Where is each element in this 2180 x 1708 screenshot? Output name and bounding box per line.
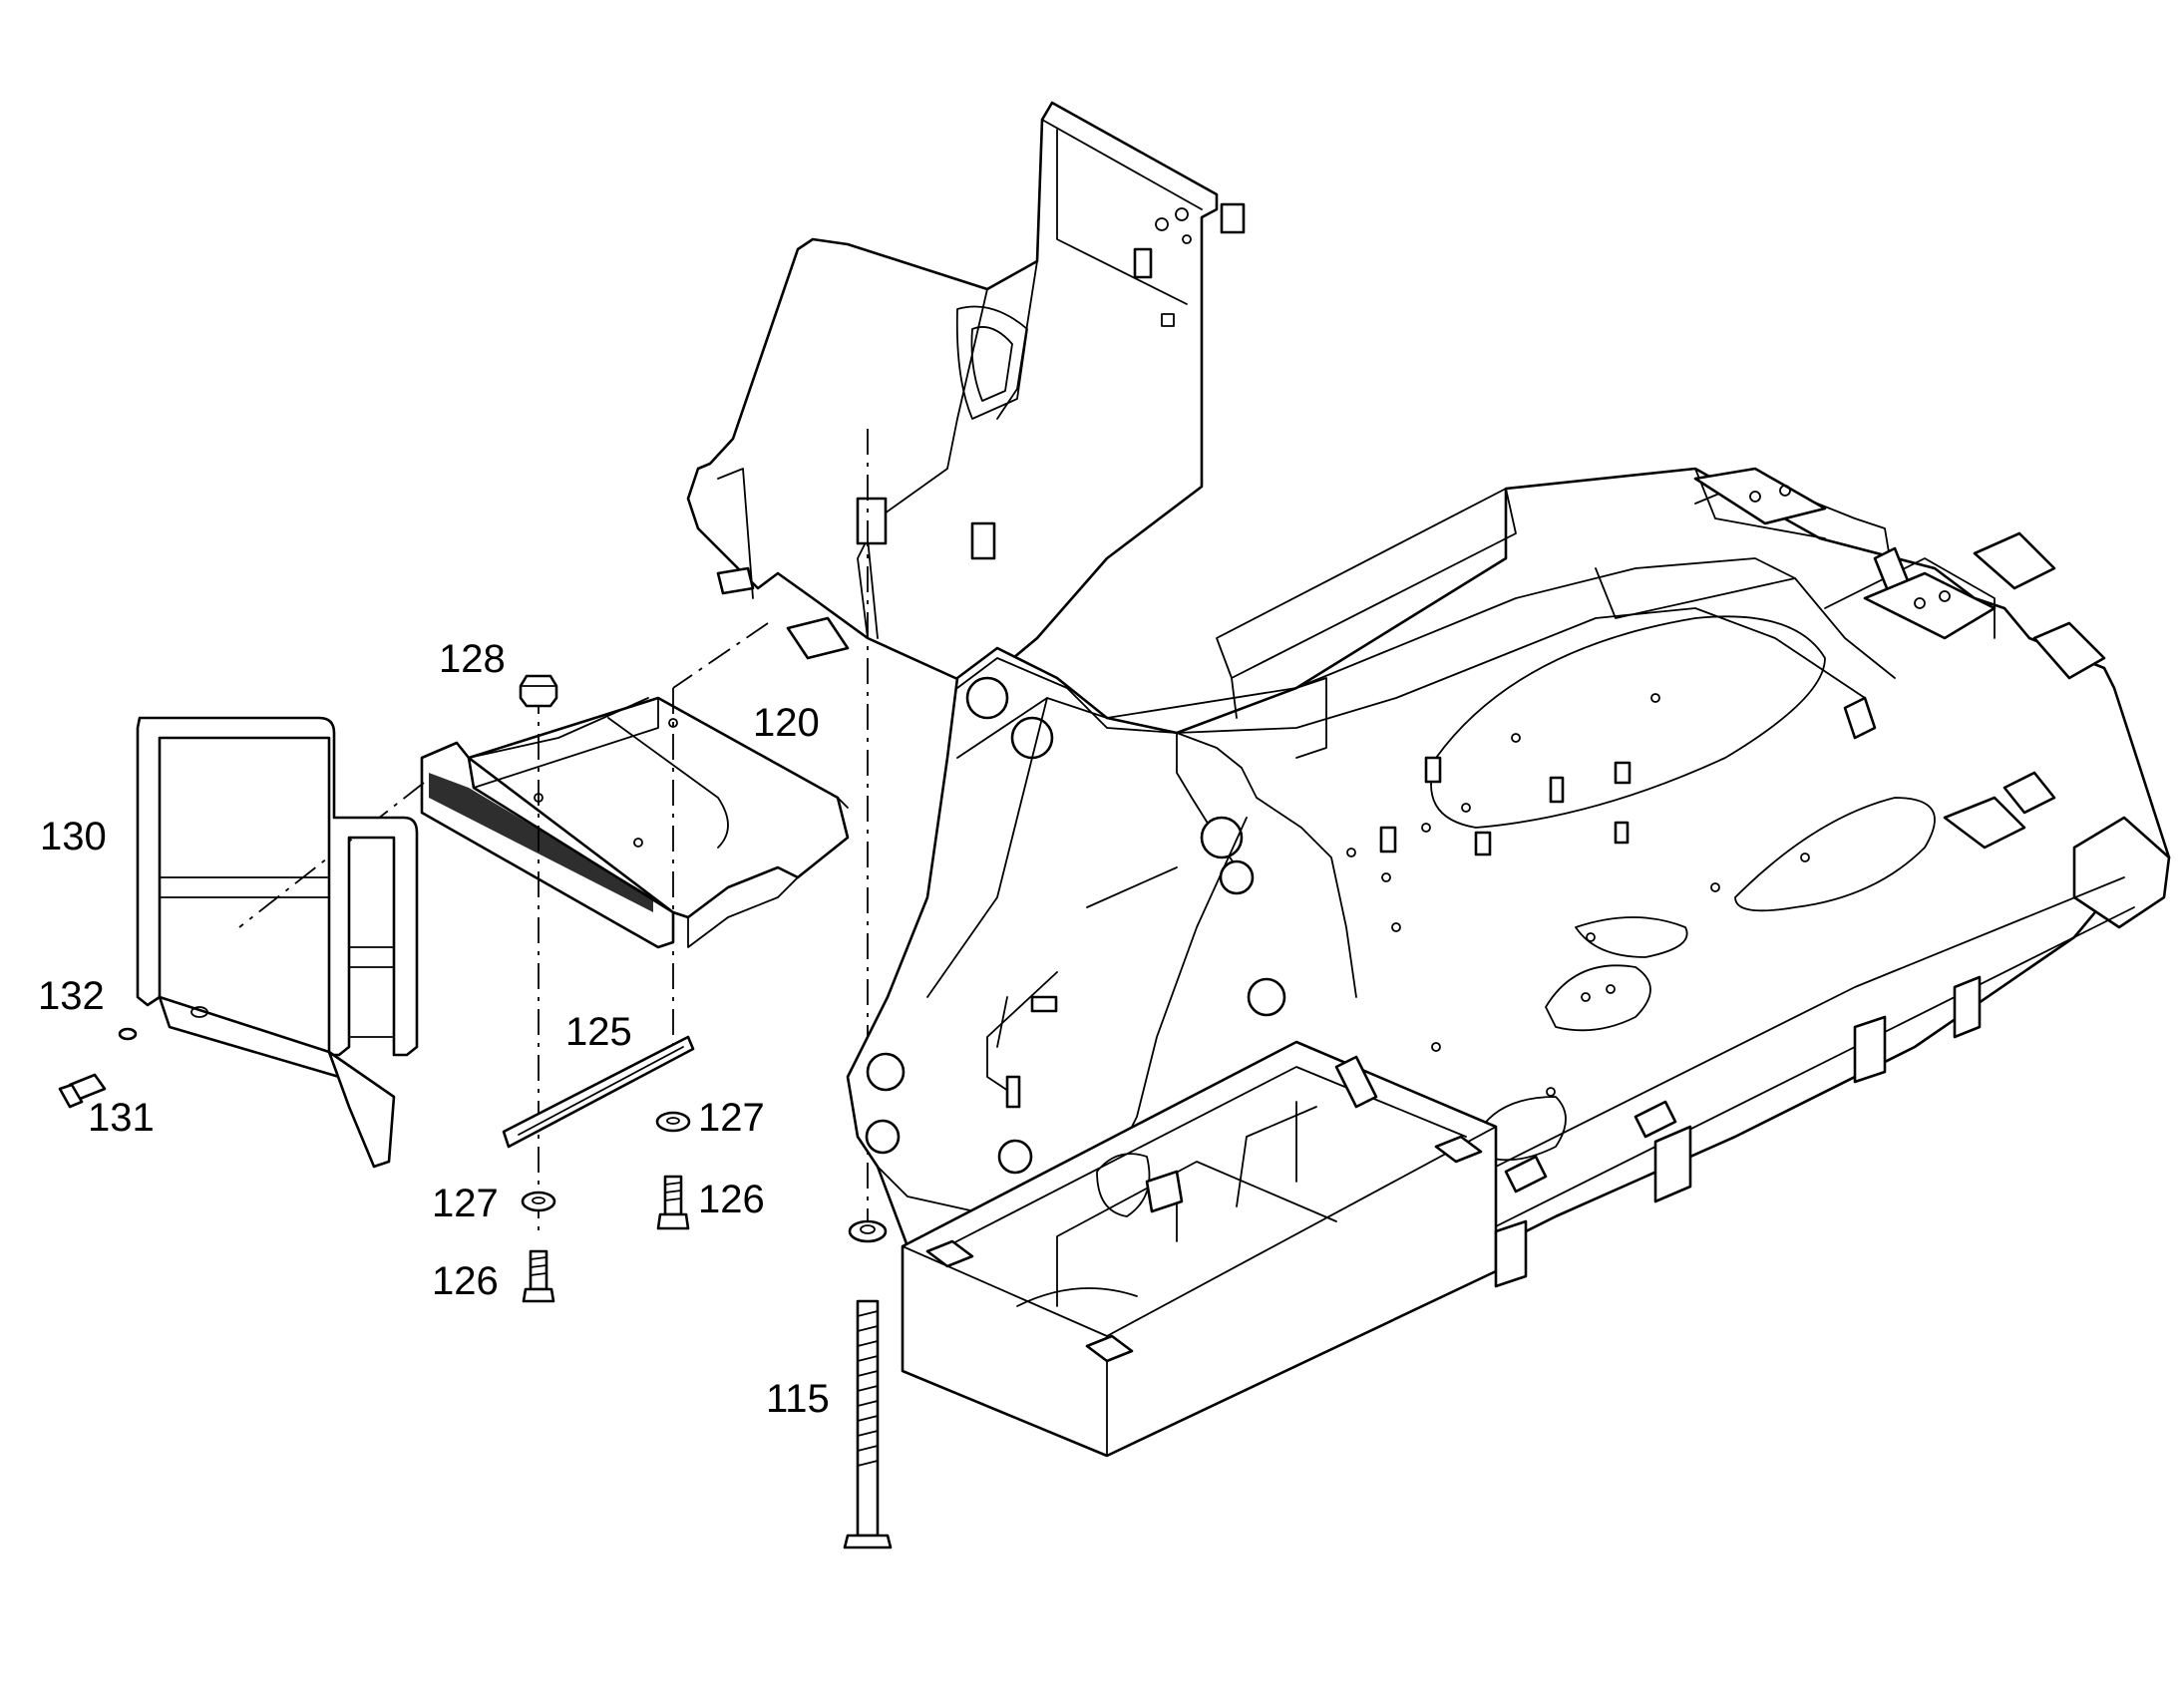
callout-128: 128 [439, 637, 506, 681]
strip-125 [502, 1035, 695, 1149]
callout-126-left: 126 [432, 1259, 499, 1303]
bolt-131 [58, 1073, 107, 1109]
callout-131: 131 [88, 1096, 155, 1140]
centerline-cab-to-tray [672, 622, 769, 689]
bolt-126-right [656, 1175, 690, 1230]
callout-126-right: 126 [698, 1178, 765, 1221]
washer-127-right [655, 1111, 691, 1133]
callout-127-right: 127 [698, 1096, 765, 1140]
callout-130: 130 [40, 815, 107, 858]
bolt-126-left [522, 1249, 555, 1303]
washer-132 [118, 1027, 138, 1041]
bolt-115 [843, 1219, 893, 1549]
cover-tray-120 [420, 696, 850, 949]
nut-128 [519, 674, 558, 708]
callout-127-left: 127 [432, 1182, 499, 1225]
main-frame [846, 467, 2171, 1458]
callout-120: 120 [753, 701, 820, 745]
callout-115: 115 [766, 1377, 830, 1421]
callout-125: 125 [565, 1010, 632, 1054]
callout-132: 132 [38, 974, 105, 1018]
washer-127-left [521, 1191, 556, 1212]
cab-frame [686, 101, 1246, 690]
handrail-guard-130 [136, 716, 419, 1169]
